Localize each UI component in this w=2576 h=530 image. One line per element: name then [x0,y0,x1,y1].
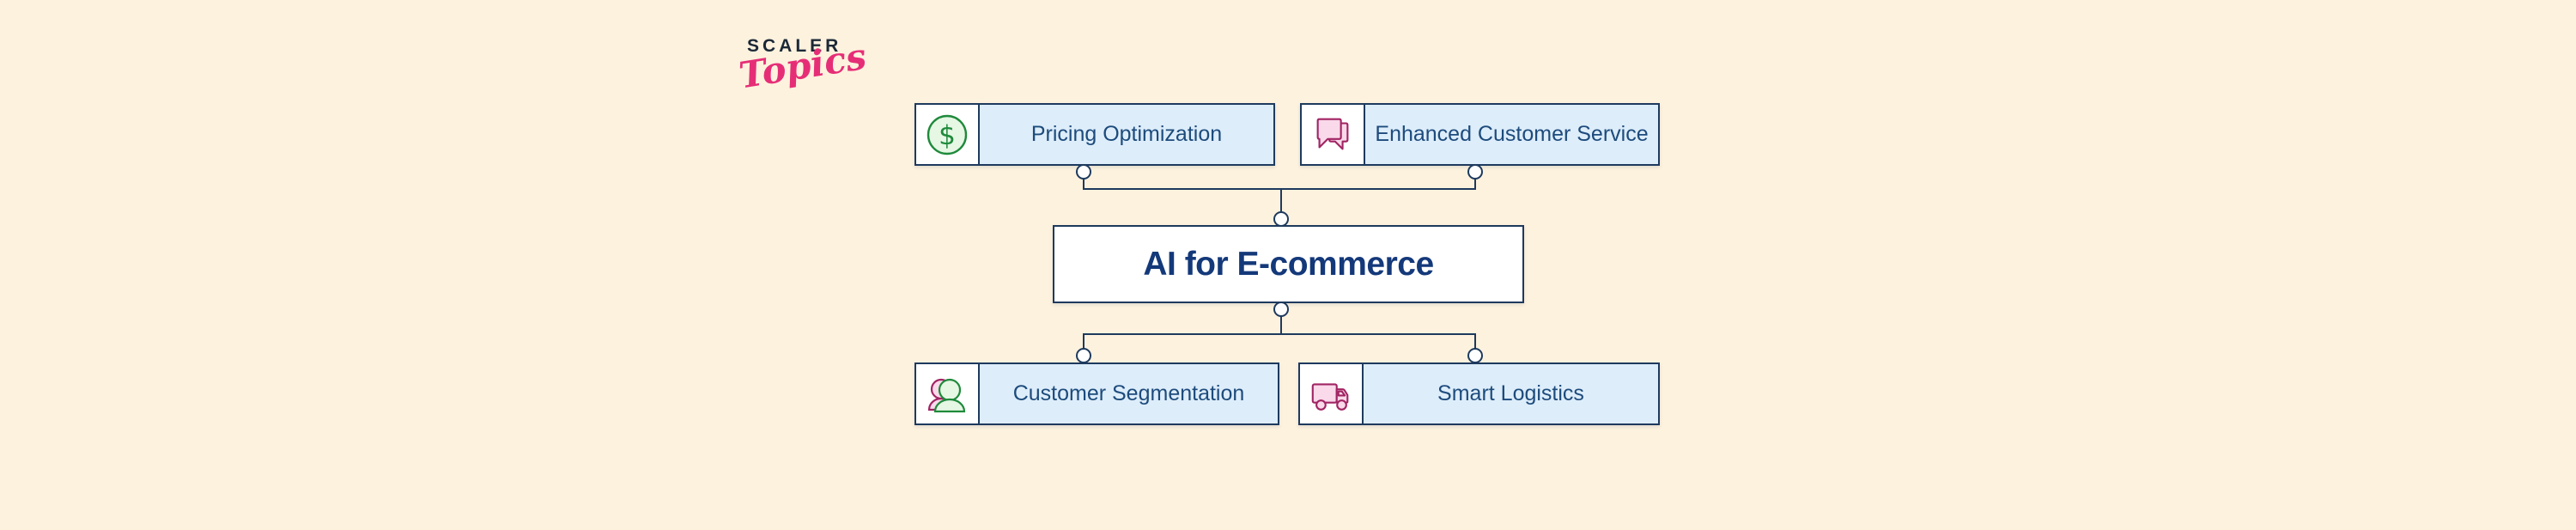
node-enhanced-customer-service: Enhanced Customer Service [1300,103,1660,166]
top-branch-line [1083,177,1476,190]
node-label: Pricing Optimization [1030,122,1223,146]
node-ai-for-ecommerce: AI for E-commerce [1053,225,1524,303]
central-title: AI for E-commerce [1143,245,1434,283]
node-customer-segmentation: Customer Segmentation [914,362,1279,425]
icon-cell: $ [916,105,980,164]
node-label: Customer Segmentation [1012,381,1245,405]
scaler-topics-logo: SCALER Topics [736,35,883,97]
junction-dot [1467,164,1483,180]
icon-cell [1302,105,1365,164]
logo-brand-text: SCALER [747,36,842,56]
node-smart-logistics: Smart Logistics [1298,362,1660,425]
junction-dot [1076,348,1091,363]
truck-icon [1311,382,1349,411]
junction-dot [1273,302,1289,317]
junction-dot [1273,211,1289,227]
dollar-icon: $ [927,114,968,155]
node-pricing-optimization: $ Pricing Optimization [914,103,1275,166]
svg-text:$: $ [939,120,956,151]
icon-cell [916,364,980,423]
chat-bubbles-icon [1316,118,1349,149]
node-label: Smart Logistics [1437,381,1584,405]
icon-cell [1300,364,1364,423]
bottom-branch-line [1083,333,1476,350]
node-label: Enhanced Customer Service [1375,122,1649,146]
junction-dot [1467,348,1483,363]
people-icon [927,378,966,412]
junction-dot [1076,164,1091,180]
